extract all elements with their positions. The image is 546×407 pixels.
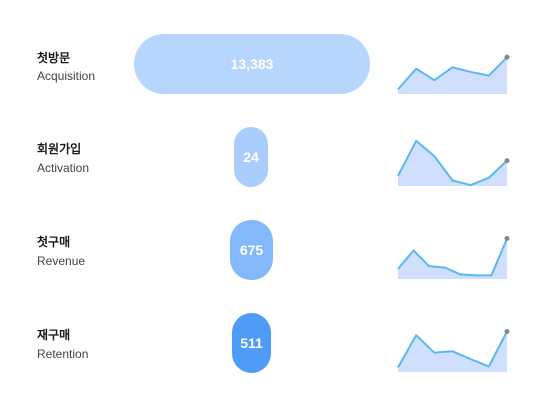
metric-row-acquisition: 첫방문 Acquisition 13,383 [0, 17, 546, 110]
sparkline-area [398, 140, 507, 186]
metric-value-pill[interactable]: 675 [230, 220, 273, 280]
sparkline-chart [397, 329, 510, 372]
sparkline-line [397, 331, 508, 368]
metric-row-retention: 재구매 Retention 511 [0, 296, 546, 389]
metric-label-ko: 재구매 [37, 328, 71, 342]
sparkline-chart [397, 139, 510, 187]
sparkline-area [398, 238, 507, 279]
metric-label-en: Revenue [37, 254, 86, 268]
sparkline-line [397, 238, 508, 277]
sparkline-endpoint [504, 329, 510, 335]
sparkline-line [397, 139, 508, 187]
sparkline-line [397, 56, 508, 91]
metric-row-revenue: 첫구매 Revenue 675 [0, 203, 546, 296]
metric-row-activation: 회원가입 Activation 24 [0, 110, 546, 203]
metric-label-en: Acquisition [37, 69, 96, 83]
metric-label-ko: 첫방문 [37, 51, 71, 65]
metric-label-en: Retention [37, 347, 89, 361]
metric-value: 24 [243, 149, 259, 165]
sparkline-chart [397, 54, 510, 94]
sparkline-chart [397, 236, 510, 279]
metric-label-ko: 첫구매 [37, 235, 71, 249]
sparkline-endpoint [504, 158, 510, 164]
metric-value: 13,383 [230, 56, 274, 72]
metric-value-pill[interactable]: 24 [234, 127, 268, 187]
sparkline-endpoint [504, 236, 510, 242]
metric-label-ko: 회원가입 [37, 142, 82, 156]
sparkline-endpoint [504, 54, 510, 60]
metric-value: 675 [239, 242, 264, 258]
sparkline-area [398, 57, 507, 94]
metric-value-pill[interactable]: 511 [232, 313, 271, 373]
metric-label-en: Activation [37, 161, 90, 175]
metric-value: 511 [240, 335, 263, 351]
metric-value-pill[interactable]: 13,383 [134, 34, 370, 94]
